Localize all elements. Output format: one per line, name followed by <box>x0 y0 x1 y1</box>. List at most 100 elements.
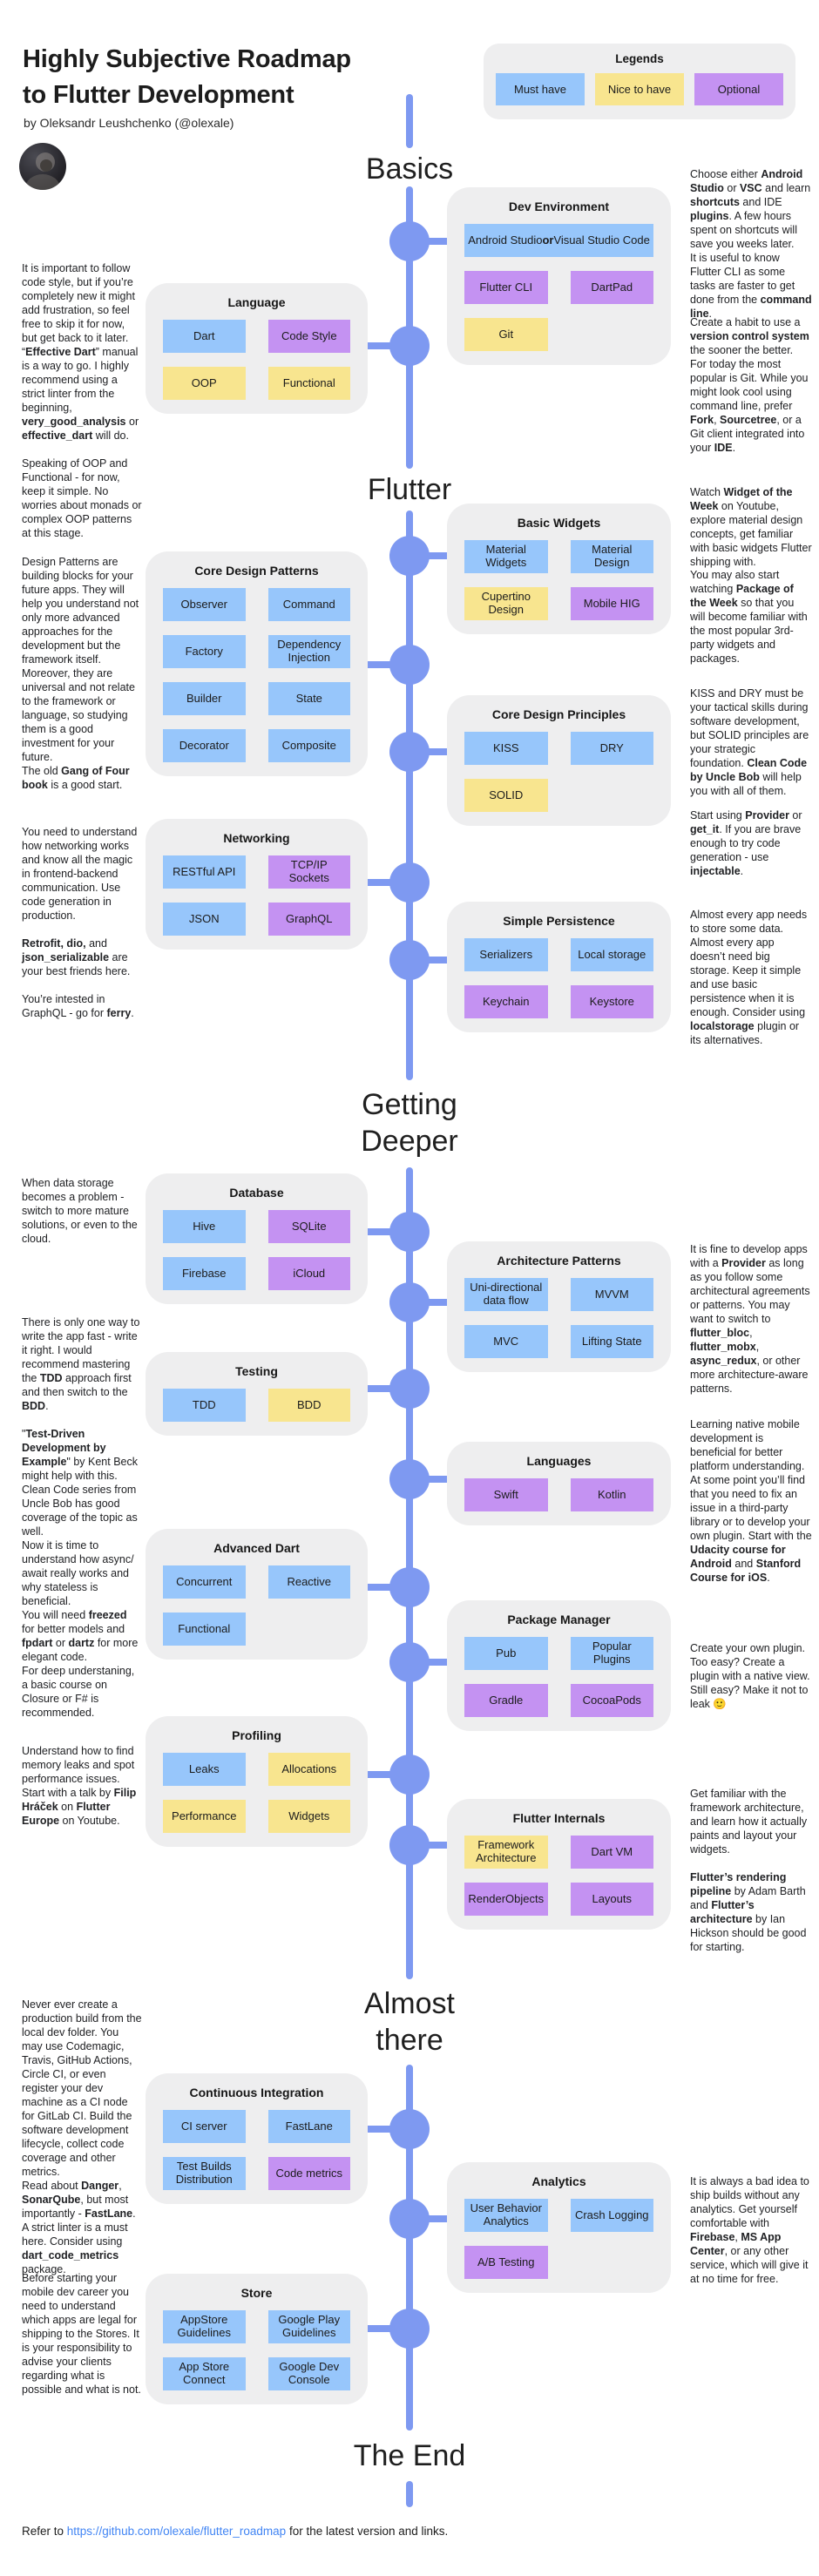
item-crash-logging: Crash Logging <box>570 2199 653 2232</box>
timeline-node <box>389 1825 430 1865</box>
item-icloud: iCloud <box>267 1257 350 1290</box>
annotation-package-of-week: You may also start watching Package of t… <box>690 569 808 665</box>
section-header-the-end: The End <box>353 2439 466 2472</box>
timeline-connector <box>368 2325 410 2332</box>
footer-link[interactable]: https://github.com/olexale/flutter_roadm… <box>66 2525 287 2538</box>
annotation-ide: Choose either Android Studio or VSC and … <box>690 168 812 320</box>
annotation-advanced-dart: Now it is time to understand how async/ … <box>22 1539 139 1719</box>
card-title: Simple Persistence <box>503 914 615 928</box>
card-title: Core Design Patterns <box>194 564 319 578</box>
annotation-architecture: It is fine to develop apps with a Provid… <box>690 1243 810 1395</box>
annotation-principles: KISS and DRY must be your tactical skill… <box>690 687 809 797</box>
item-hive: Hive <box>163 1210 246 1243</box>
annotation-native-dev: Learning native mobile development is be… <box>690 1418 812 1584</box>
annotation-profiling: Understand how to find memory leaks and … <box>22 1745 137 1827</box>
card-title: Advanced Dart <box>213 1541 300 1555</box>
item-pub: Pub <box>464 1637 548 1670</box>
item-google-play-guidelines: Google Play Guidelines <box>267 2310 350 2343</box>
annotation-vcs: Create a habit to use a version control … <box>690 316 809 454</box>
card-title: Basic Widgets <box>517 516 601 530</box>
item-observer: Observer <box>163 588 246 621</box>
card-title: Language <box>227 295 286 309</box>
annotation-plugins: Create your own plugin. Too easy? Create… <box>690 1642 810 1710</box>
timeline-connector <box>368 1584 410 1591</box>
card-title: Database <box>229 1186 284 1200</box>
timeline-connector <box>368 879 410 886</box>
item-restful-api: RESTful API <box>163 855 246 889</box>
item-kiss: KISS <box>464 732 548 765</box>
card-title: Networking <box>223 831 290 845</box>
timeline-node <box>389 1567 430 1607</box>
timeline-node <box>389 221 430 261</box>
timeline-node <box>389 1755 430 1795</box>
timeline-node <box>389 1642 430 1682</box>
item-renderobjects: RenderObjects <box>464 1883 548 1916</box>
item-uni-directional-data-flow: Uni-directional data flow <box>464 1278 548 1311</box>
item-cocoapods: CocoaPods <box>570 1684 653 1717</box>
item-leaks: Leaks <box>163 1753 246 1786</box>
timeline-node <box>389 940 430 980</box>
item-mobile-hig: Mobile HIG <box>570 587 653 620</box>
card-title: Flutter Internals <box>512 1811 606 1825</box>
item-git: Git <box>464 318 548 351</box>
item-keystore: Keystore <box>570 985 653 1018</box>
item-layouts: Layouts <box>570 1883 653 1916</box>
item-framework-architecture: Framework Architecture <box>464 1836 548 1869</box>
timeline-node <box>389 732 430 772</box>
item-dart: Dart <box>163 320 246 353</box>
item-dart-vm: Dart VM <box>570 1836 653 1869</box>
timeline-connector <box>368 1771 410 1778</box>
item-user-behavior-analytics: User Behavior Analytics <box>464 2199 548 2232</box>
item-tcp-ip-sockets: TCP/IP Sockets <box>267 855 350 889</box>
timeline-connector <box>368 342 410 349</box>
footer-prefix: Refer to <box>22 2525 67 2538</box>
item-lifting-state: Lifting State <box>570 1325 653 1358</box>
annotation-networking: You need to understand how networking wo… <box>22 826 138 1019</box>
item-android-studio-or-visual-studio-code: Android Studio or Visual Studio Code <box>464 224 653 257</box>
item-popular-plugins: Popular Plugins <box>570 1637 653 1670</box>
item-mvc: MVC <box>464 1325 548 1358</box>
item-json: JSON <box>163 903 246 936</box>
item-test-builds-distribution: Test Builds Distribution <box>163 2157 246 2190</box>
legend-item-nice-to-have: Nice to have <box>595 73 684 105</box>
item-code-metrics: Code metrics <box>267 2157 350 2190</box>
item-widgets: Widgets <box>267 1800 350 1833</box>
timeline-node <box>389 536 430 576</box>
item-sqlite: SQLite <box>267 1210 350 1243</box>
page-title-line1: Highly Subjective Roadmap <box>23 45 351 73</box>
annotation-data-storage: When data storage becomes a problem - sw… <box>22 1177 138 1245</box>
item-factory: Factory <box>163 635 246 668</box>
legend-item-must-have: Must have <box>496 73 585 105</box>
card-title: Architecture Patterns <box>497 1254 621 1268</box>
annotation-widget-of-week: Watch Widget of the Week on Youtube, exp… <box>690 486 812 568</box>
annotation-di: Start using Provider or get_it. If you a… <box>690 809 802 877</box>
legend-card: Legends Must have Nice to have Optional <box>484 44 795 119</box>
timeline-node <box>389 2309 430 2349</box>
annotation-tdd-bdd: There is only one way to write the app f… <box>22 1316 140 1538</box>
timeline-node <box>389 2109 430 2149</box>
item-performance: Performance <box>163 1800 246 1833</box>
timeline-connector <box>368 1385 410 1392</box>
item-ci-server: CI server <box>163 2110 246 2143</box>
item-concurrent: Concurrent <box>163 1565 246 1599</box>
item-builder: Builder <box>163 682 246 715</box>
item-reactive: Reactive <box>267 1565 350 1599</box>
